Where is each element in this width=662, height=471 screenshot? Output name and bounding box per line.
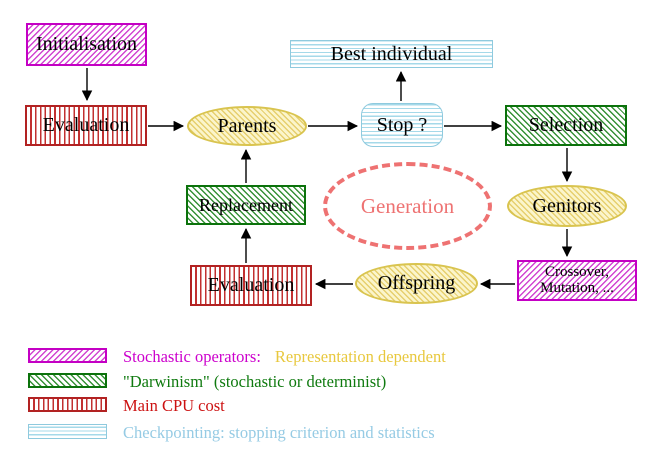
legend-row-stochastic-operators: Stochastic operators: Representation dep… [123, 347, 446, 367]
legend-swatch-checkpointing [28, 424, 107, 439]
node-stop-label: Stop ? [376, 113, 428, 136]
node-crossover-mutation: Crossover, Mutation, ... [517, 260, 637, 301]
node-generation-label: Generation [360, 193, 455, 218]
node-evaluation-top: Evaluation [25, 105, 147, 146]
legend-row-checkpointing: Checkpointing: stopping criterion and st… [123, 423, 435, 443]
node-selection-label: Selection [528, 114, 604, 136]
node-genitors: Genitors [507, 185, 627, 227]
legend-label-main-cpu-cost: Main CPU cost [123, 396, 225, 415]
legend-row-darwinism: "Darwinism" (stochastic or determinist) [123, 372, 386, 392]
node-best-individual-label: Best individual [330, 42, 453, 65]
node-selection: Selection [505, 105, 627, 146]
node-evaluation-top-label: Evaluation [42, 114, 130, 136]
node-genitors-label: Genitors [532, 194, 602, 217]
node-best-individual: Best individual [290, 40, 493, 68]
node-evaluation-bottom: Evaluation [190, 265, 312, 306]
node-crossover-line2: Mutation, ... [540, 279, 614, 296]
node-replacement-label: Replacement [199, 194, 293, 215]
node-evaluation-bottom-label: Evaluation [207, 274, 295, 296]
legend-swatch-darwinism [28, 373, 107, 388]
node-initialisation: Initialisation [26, 23, 147, 66]
legend-swatch-main-cpu-cost [28, 397, 107, 412]
legend-row-main-cpu-cost: Main CPU cost [123, 396, 225, 416]
legend-label-representation-dependent: Representation dependent [274, 347, 446, 366]
node-offspring: Offspring [355, 263, 478, 304]
node-offspring-label: Offspring [377, 272, 456, 294]
node-parents: Parents [187, 106, 307, 146]
node-crossover-line1: Crossover, [545, 263, 609, 280]
legend-label-stochastic-operators: Stochastic operators: [123, 347, 261, 366]
legend-label-checkpointing: Checkpointing: stopping criterion and st… [123, 423, 435, 442]
legend-swatch-stochastic-operators [28, 348, 107, 363]
node-initialisation-label: Initialisation [35, 33, 138, 55]
legend-label-darwinism: "Darwinism" (stochastic or determinist) [123, 372, 387, 391]
node-replacement: Replacement [186, 185, 306, 225]
node-parents-label: Parents [217, 114, 277, 137]
node-stop: Stop ? [361, 103, 443, 147]
node-generation: Generation [323, 162, 492, 250]
